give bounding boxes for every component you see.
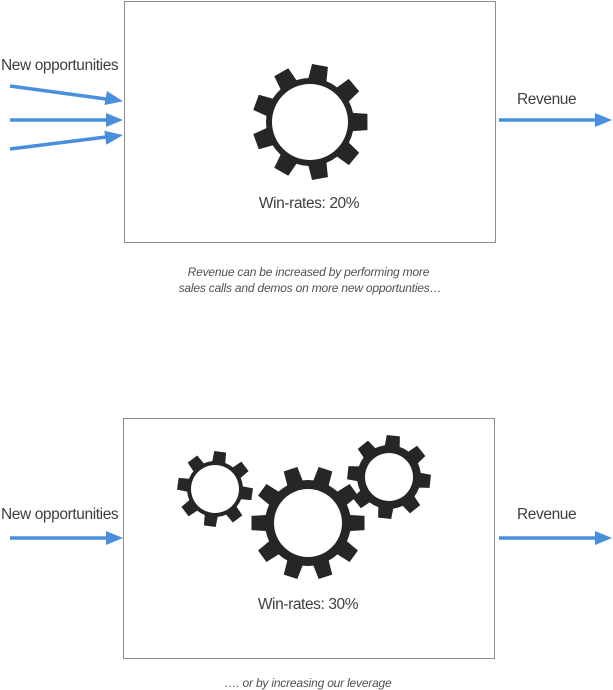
panel-leverage: New opportunities Win-rates: 30% Revenue… <box>1 418 612 690</box>
input-arrow <box>9 84 123 105</box>
win-rate-label: Win-rates: 20% <box>259 195 360 212</box>
win-rate-label: Win-rates: 30% <box>258 596 359 613</box>
caption: …. or by increasing our leverage <box>224 676 392 690</box>
gear-shape <box>177 451 253 527</box>
input-label: New opportunities <box>1 57 119 74</box>
gear-icon <box>253 64 368 180</box>
caption-line: …. or by increasing our leverage <box>224 676 392 690</box>
gear-icon <box>177 451 253 527</box>
gear-shape <box>347 435 431 519</box>
gear-icon <box>347 435 431 519</box>
input-arrow <box>10 531 123 545</box>
output-arrow <box>499 113 612 127</box>
input-arrow <box>9 130 123 151</box>
process-box <box>123 418 495 659</box>
gear-shape <box>253 64 368 180</box>
caption: Revenue can be increased by performing m… <box>179 265 442 295</box>
input-arrow <box>10 113 123 127</box>
output-label: Revenue <box>517 506 576 523</box>
gear-shape <box>251 467 365 579</box>
gear-icon <box>251 467 365 579</box>
output-label: Revenue <box>517 91 576 108</box>
caption-line: sales calls and demos on more new opport… <box>179 281 442 295</box>
process-box <box>124 1 496 243</box>
input-arrows <box>9 84 123 151</box>
output-arrow <box>499 531 612 545</box>
input-label: New opportunities <box>1 506 119 523</box>
input-arrows <box>10 531 123 545</box>
panel-current: New opportunities Win-rates: 20% Revenue <box>1 1 612 295</box>
caption-line: Revenue can be increased by performing m… <box>188 265 430 279</box>
